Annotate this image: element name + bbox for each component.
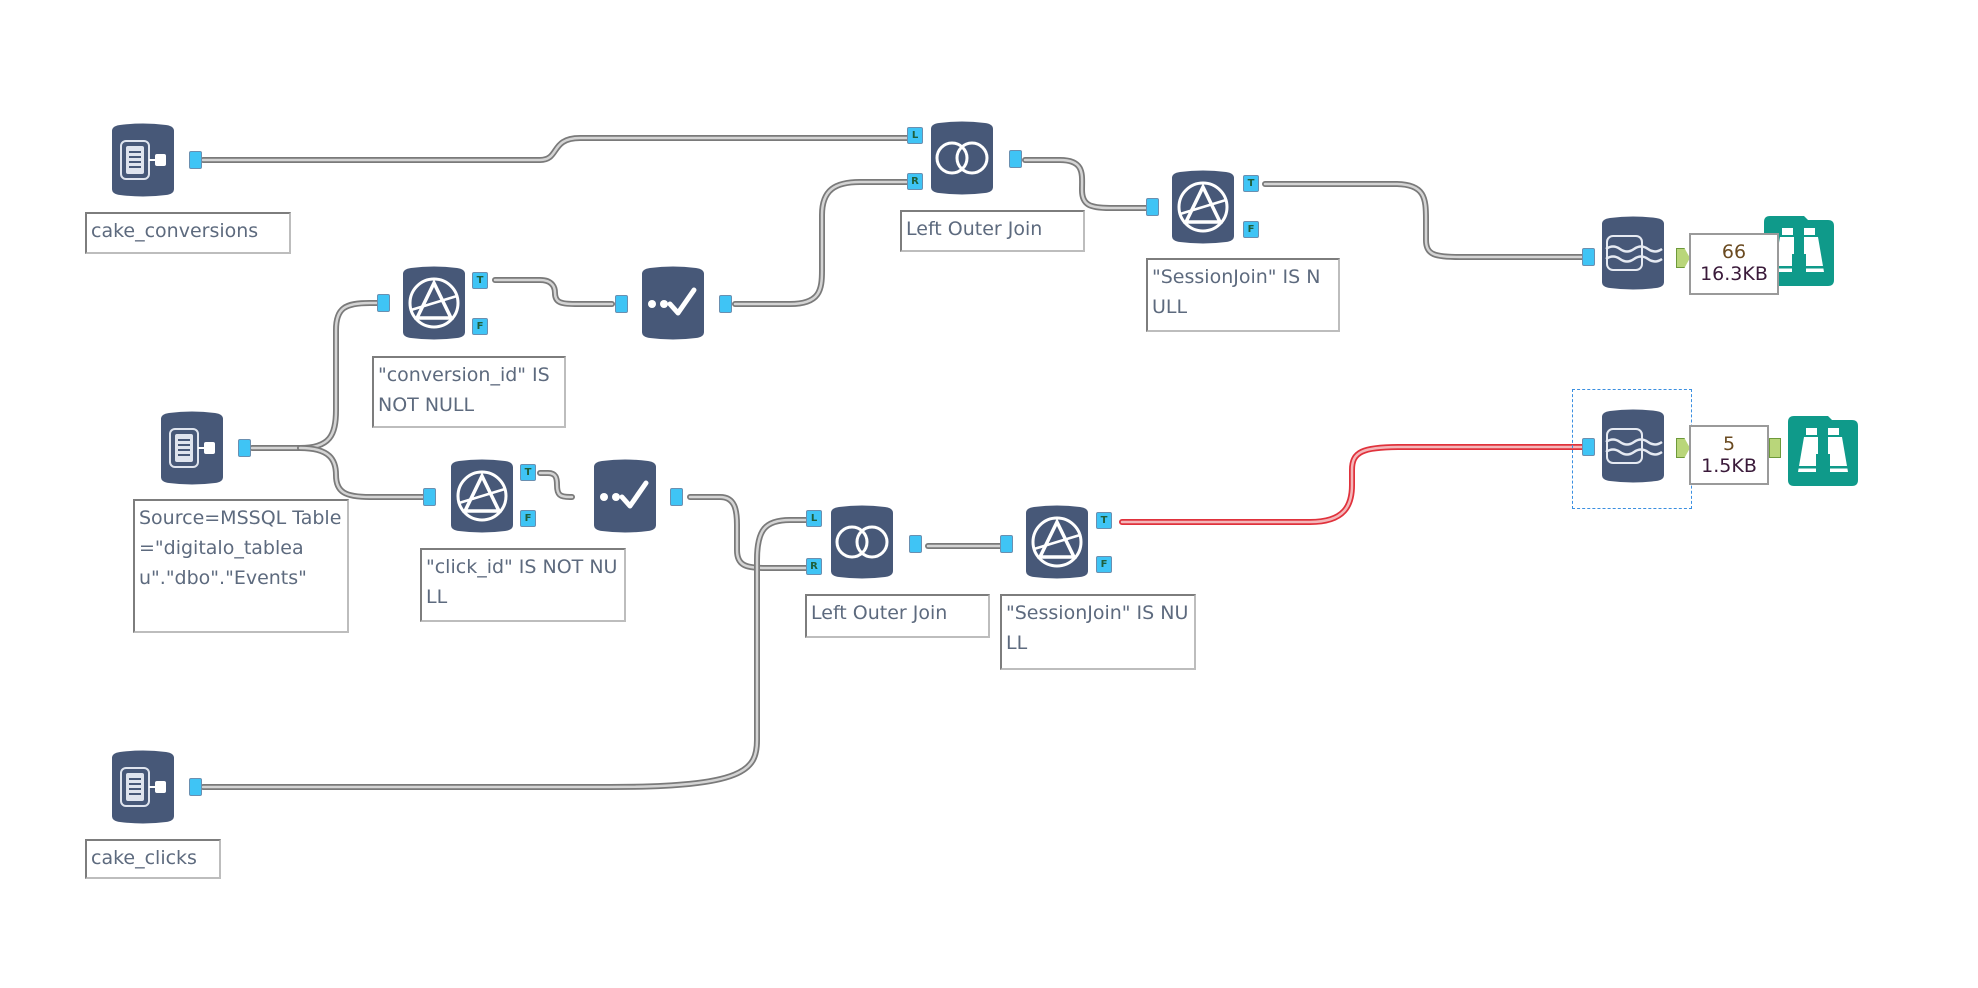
input-data-tool-conversions[interactable] [108,123,178,197]
wire-filter-conversion-true-to-select[interactable] [492,277,615,307]
tool-annotation-conversions: cake_conversions [85,212,291,254]
filter-icon [1026,505,1088,579]
output-anchor[interactable] [909,535,922,553]
filter-icon [403,266,465,340]
data-cleansing-icon [1602,216,1664,290]
tool-annotation-session-bottom: "SessionJoin" IS NULL [1000,594,1196,670]
record-count: 5 [1722,433,1736,455]
browse-input-anchor[interactable] [1769,438,1781,458]
wire-select-to-join-right[interactable] [732,179,913,307]
input-anchor[interactable] [1582,248,1595,266]
input-data-icon [112,123,174,197]
filter-tool-click-id[interactable] [447,459,517,533]
wire-conversions-to-join-left[interactable] [200,135,913,163]
record-count-badge-top: 66 16.3KB [1689,233,1779,295]
tool-annotation-filter-click: "click_id" IS NOT NULL [420,548,626,622]
join-icon [931,121,993,195]
input-data-tool-clicks[interactable] [108,750,178,824]
wire-clicks-to-join-bottom-left[interactable] [200,517,811,790]
input-data-icon [161,411,223,485]
output-anchor[interactable] [670,488,683,506]
filter-tool-session-top[interactable] [1168,170,1238,244]
join-tool-bottom[interactable] [827,505,897,579]
select-icon [594,459,656,533]
wire-join-to-session-filter-top[interactable] [1022,157,1151,211]
wire-events-to-filter-click[interactable] [297,445,428,500]
data-cleansing-tool-top[interactable] [1598,216,1668,290]
left-anchor[interactable]: L [806,510,822,527]
right-anchor[interactable]: R [907,173,923,190]
tool-annotation-join-bottom: Left Outer Join [805,594,990,638]
true-anchor[interactable]: T [1096,512,1112,529]
select-tool-bottom[interactable] [590,459,660,533]
input-data-icon [112,750,174,824]
join-tool-top[interactable] [927,121,997,195]
data-cleansing-icon [1602,409,1664,483]
true-anchor[interactable]: T [472,272,488,289]
tool-annotation-clicks: cake_clicks [85,839,221,879]
wire-events-to-filter-conversion[interactable] [249,300,381,451]
false-anchor[interactable]: F [1096,556,1112,573]
tool-annotation-filter-conversion: "conversion_id" IS NOT NULL [372,356,566,428]
output-anchor[interactable] [238,439,251,457]
binoculars-icon [1788,416,1858,486]
true-anchor[interactable]: T [1243,175,1259,192]
output-anchor[interactable] [189,151,202,169]
select-tool-top[interactable] [638,266,708,340]
binoculars-icon [1764,216,1834,286]
left-anchor[interactable]: L [907,127,923,144]
input-anchor[interactable] [615,295,628,313]
output-anchor[interactable] [189,778,202,796]
true-anchor[interactable]: T [520,464,536,481]
input-anchor[interactable] [377,294,390,312]
false-anchor[interactable]: F [520,510,536,527]
false-anchor[interactable]: F [1243,221,1259,238]
wire-session-true-to-cleanse-bottom[interactable] [1119,444,1588,525]
tool-annotation-join-top: Left Outer Join [900,210,1085,252]
input-anchor[interactable] [1146,198,1159,216]
data-size: 1.5KB [1701,455,1757,477]
right-anchor[interactable]: R [806,558,822,575]
browse-tool-top[interactable] [1764,216,1834,288]
data-cleansing-tool-bottom[interactable] [1598,409,1668,483]
record-count-badge-bottom: 5 1.5KB [1689,425,1769,485]
input-anchor[interactable] [1582,438,1595,456]
false-anchor[interactable]: F [472,318,488,335]
filter-tool-conversion-id[interactable] [399,266,469,340]
filter-tool-session-bottom[interactable] [1022,505,1092,579]
tool-annotation-events: Source=MSSQL Table="digitalo_tableau"."d… [133,499,349,633]
wire-session-true-to-cleanse-top[interactable] [1262,181,1588,260]
filter-icon [451,459,513,533]
output-anchor[interactable] [719,295,732,313]
tool-annotation-session-top: "SessionJoin" IS NULL [1146,258,1340,332]
output-anchor[interactable] [1009,150,1022,168]
record-count: 66 [1721,241,1747,263]
filter-icon [1172,170,1234,244]
input-data-tool-events[interactable] [157,411,227,485]
join-icon [831,505,893,579]
data-size: 16.3KB [1700,263,1768,285]
input-anchor[interactable] [423,488,436,506]
wire-select-to-join-bottom-right[interactable] [687,494,811,571]
select-icon [642,266,704,340]
input-anchor[interactable] [1000,535,1013,553]
wire-filter-click-true-to-select[interactable] [537,470,575,500]
browse-tool-bottom[interactable] [1788,416,1858,488]
